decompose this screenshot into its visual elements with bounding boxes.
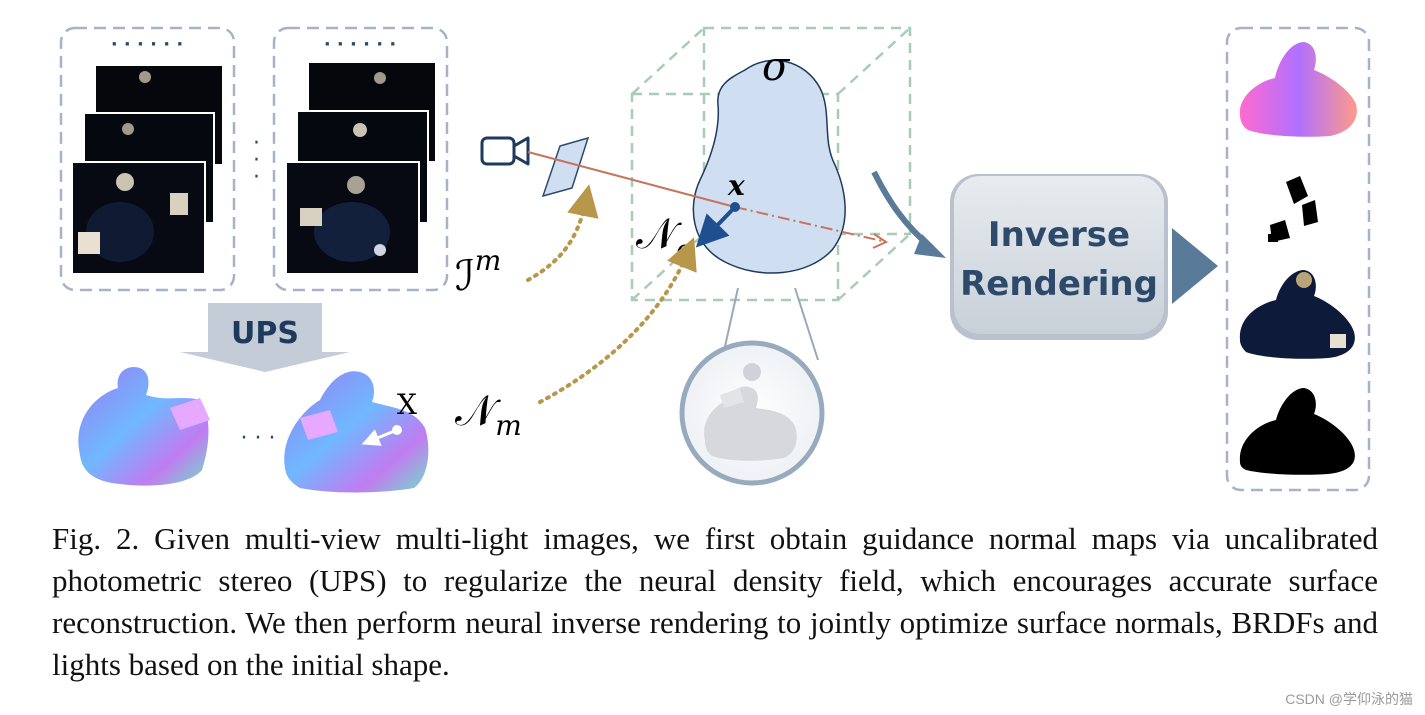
output-rendered-image: [1240, 270, 1355, 359]
watermark: CSDN @学仰泳的猫: [1285, 689, 1413, 709]
output-normal-map: [1240, 42, 1357, 137]
dots-top-label: · · · · · ·: [324, 34, 396, 55]
n-m-sub: m: [495, 409, 522, 442]
camera-icon: [482, 138, 528, 164]
i-m-sup: m: [475, 244, 502, 277]
normal-map-1: [78, 367, 210, 486]
ups-arrow: UPS: [180, 303, 350, 372]
dots-top-label: · · · · · ·: [111, 34, 183, 55]
inverse-rendering-line2: Rendering: [960, 264, 1158, 304]
multi-view-image-group-1: · · · · · ·: [61, 28, 234, 290]
n-m-label: 𝒩m: [455, 386, 522, 442]
reconstructed-mesh-preview: [682, 343, 822, 483]
guidance-arrow-image: [528, 200, 586, 280]
sigma-label: σ: [762, 44, 791, 90]
i-m-label: ℐm: [455, 244, 501, 300]
surface-point: [730, 202, 740, 212]
X-label: X: [397, 388, 417, 421]
x-point-label: x: [727, 169, 745, 202]
guidance-arrow-normal: [540, 252, 688, 402]
multi-view-image-group-2: · · · · · ·: [274, 28, 447, 290]
inverse-rendering-block: Inverse Rendering: [950, 174, 1168, 340]
i-m-base: ℐ: [455, 251, 475, 300]
outputs-column: [1227, 28, 1369, 490]
figure-caption: Fig. 2. Given multi-view multi-light ima…: [52, 518, 1378, 686]
ups-label: UPS: [231, 316, 299, 351]
vertical-dots: ·: [253, 165, 260, 190]
output-shadow-mask: [1268, 176, 1318, 242]
output-arrowhead: [1172, 228, 1218, 304]
density-field-blob: [693, 60, 845, 273]
n-m-base: 𝒩: [455, 386, 501, 435]
output-specular-image: [1240, 388, 1355, 475]
n-sigma-sub: σ: [676, 235, 695, 265]
n-sigma-base: 𝒩: [636, 209, 682, 258]
inverse-rendering-line1: Inverse: [988, 215, 1130, 255]
dots-middle-label: · · ·: [241, 426, 276, 451]
